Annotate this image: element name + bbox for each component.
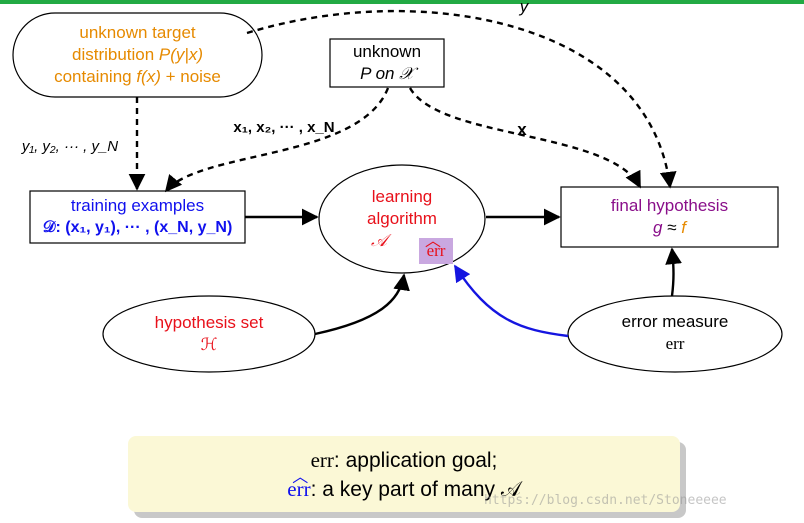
edge-label-ys: y₁, y₂, ··· , y_N <box>21 138 119 155</box>
watermark: https://blog.csdn.net/Stoneeeee <box>484 493 727 508</box>
target-line2-text: distribution <box>71 45 159 64</box>
distribution-node: unknown P on 𝒳 <box>330 41 444 85</box>
error-measure-line2: err <box>665 334 685 353</box>
target-line3: containing f(x) + noise <box>13 66 262 88</box>
note-term-err: err <box>310 448 334 472</box>
note-line1: err: application goal; <box>128 447 680 474</box>
edge-error-measure-to-algorithm <box>453 264 569 338</box>
note-term-err-hat: ︿err <box>287 469 311 502</box>
note-line2: ︿err : a key part of many 𝒜 <box>128 469 680 503</box>
final-node-shape <box>560 186 779 248</box>
edge-distribution-to-final <box>408 87 642 189</box>
edge-label-y: y <box>519 0 529 16</box>
target-line2: distribution P(y|x) <box>13 44 262 66</box>
final-line2: g ≈ f <box>561 217 778 239</box>
training-node: training examples 𝒟: (x₁, y₁), ··· , (x_… <box>30 195 245 239</box>
top-accent-bar <box>0 0 804 4</box>
edge-error-measure-to-final <box>665 247 682 297</box>
target-line3-text: containing <box>54 67 137 86</box>
err-hat-badge: ︿ err <box>419 233 453 264</box>
target-line3-math: f(x) <box>136 67 161 86</box>
edge-hypothesis-set-to-algorithm <box>314 273 410 336</box>
distribution-line2: P on 𝒳 <box>360 64 414 83</box>
edge-label-xs: x₁, x₂, ··· , x_N <box>233 119 335 136</box>
hat-glyph: ︿ <box>425 233 442 250</box>
distribution-node-shape <box>329 38 445 88</box>
algorithm-node: learning algorithm 𝒜 <box>320 186 484 252</box>
note-term-err-hat-text: err <box>287 477 311 501</box>
final-node: final hypothesis g ≈ f <box>561 195 778 239</box>
algorithm-symbol: 𝒜 <box>370 231 388 250</box>
edge-label-x: x <box>517 120 527 139</box>
error-measure-node-shape <box>567 295 783 373</box>
target-node: unknown target distribution P(y|x) conta… <box>13 22 262 88</box>
final-line1: final hypothesis <box>610 196 729 215</box>
target-line2-math: P(y|x) <box>158 45 203 64</box>
summary-note: err: application goal; ︿err : a key part… <box>128 436 680 512</box>
note-line2-text: : a key part of many 𝒜 <box>310 478 521 501</box>
target-line1: unknown target <box>79 23 196 42</box>
hypothesis-set-symbol: ℋ <box>200 335 218 354</box>
algorithm-line1: learning <box>371 187 433 206</box>
training-line1: training examples <box>70 196 205 215</box>
target-line3-post: + noise <box>160 67 221 86</box>
hypothesis-set-line1: hypothesis set <box>154 313 264 332</box>
algorithm-line2: algorithm <box>367 209 437 228</box>
note-line1-text: : application goal; <box>333 449 498 472</box>
final-g: g <box>653 218 663 237</box>
hypothesis-set-node: hypothesis set ℋ <box>103 312 315 356</box>
training-line2: 𝒟: (x₁, y₁), ··· , (x_N, y_N) <box>42 219 233 236</box>
distribution-line1: unknown <box>352 42 422 61</box>
error-measure-node: error measure err <box>568 311 782 355</box>
err-hat-text: err <box>426 241 446 260</box>
error-measure-line1: error measure <box>621 312 729 331</box>
final-f: f <box>681 218 686 237</box>
note-hat-glyph: ︿ <box>292 469 309 486</box>
final-approx: ≈ <box>662 218 682 237</box>
edge-target-to-final <box>246 9 677 189</box>
